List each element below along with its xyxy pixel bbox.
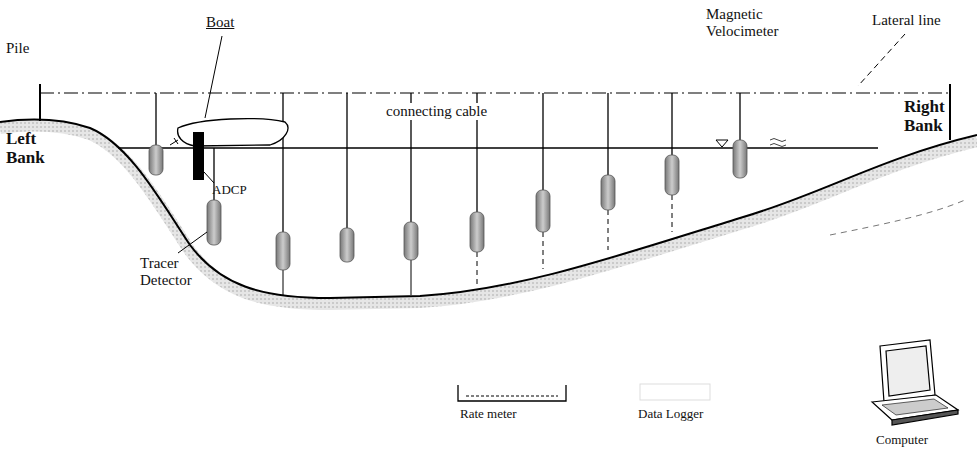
pile [39, 84, 41, 121]
leader-line [205, 36, 222, 118]
leader-line [178, 232, 207, 253]
leader-line [858, 34, 905, 86]
tracer-detector [149, 140, 747, 270]
water-level-symbol [716, 140, 728, 147]
boat-motor [170, 138, 178, 145]
water-level-symbol [770, 139, 786, 147]
bank-contour [830, 200, 965, 235]
computer-icon [872, 340, 958, 425]
part-label: connecting cable [384, 103, 489, 120]
leader-line [204, 172, 214, 183]
bed-shading [0, 126, 977, 304]
depth-lines [283, 195, 672, 296]
part-label: Computer [876, 433, 928, 447]
part-label: Magnetic Velocimeter [706, 6, 796, 39]
data-logger-icon [640, 384, 710, 400]
part-label: Rate meter [460, 407, 517, 421]
part-label: Lateral line [872, 12, 941, 29]
connecting-cable [118, 147, 878, 148]
part-label: Data Logger [638, 407, 703, 421]
suspension-lines [156, 93, 740, 232]
part-label: Right Bank [904, 98, 964, 135]
rate-meter-icon [466, 396, 558, 397]
rate-meter-icon [458, 385, 566, 401]
part-label: Pile [6, 40, 29, 57]
lateral-line [40, 92, 950, 93]
part-label: ADCP [212, 183, 247, 197]
adcp-symbol [193, 132, 204, 180]
river-bed [0, 120, 977, 298]
pile [949, 84, 951, 140]
part-label: Boat [206, 14, 234, 31]
part-label: Left Bank [6, 130, 56, 167]
part-label: Tracer Detector [140, 255, 210, 288]
